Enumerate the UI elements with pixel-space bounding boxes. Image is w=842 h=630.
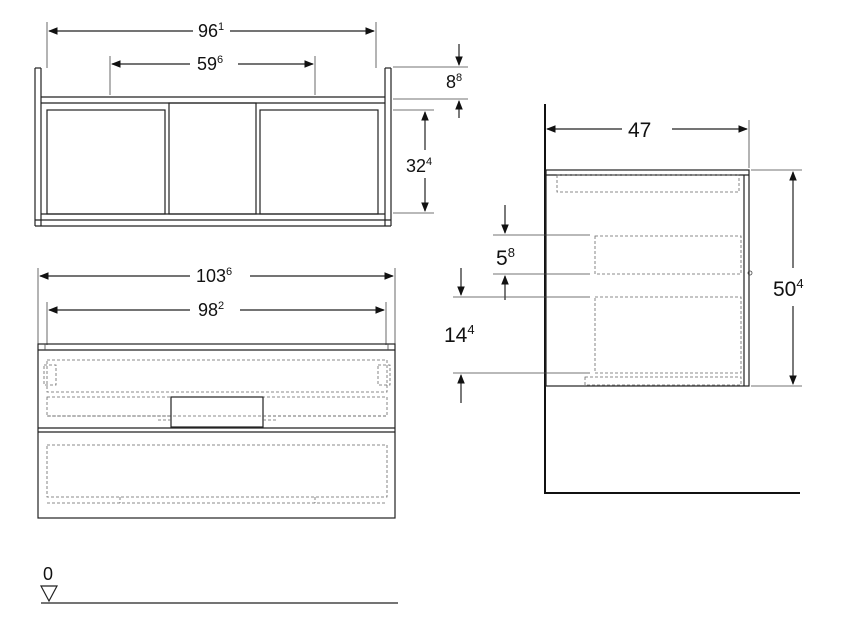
top-depth-label: 324 <box>406 156 432 176</box>
side-floor-offset-label: 144 <box>444 322 475 347</box>
top-view: 961 596 88 <box>34 21 468 227</box>
top-depth-offset-label: 88 <box>446 72 462 92</box>
front-inner-width-label: 982 <box>198 300 224 320</box>
front-view: 1036 982 <box>37 266 396 519</box>
side-view: 47 504 58 144 <box>444 104 804 494</box>
side-cabinet <box>545 169 750 387</box>
top-inner-width-label: 596 <box>197 54 223 74</box>
top-overall-width-label: 961 <box>198 21 224 41</box>
floor-reference: 0 <box>40 564 398 604</box>
side-drawer-gap-label: 58 <box>496 245 515 270</box>
front-cabinet <box>37 343 396 519</box>
floor-level-label: 0 <box>43 564 53 584</box>
floor-level-marker <box>40 585 58 603</box>
side-height-label: 504 <box>773 276 804 301</box>
front-overall-width-label: 1036 <box>196 266 232 286</box>
side-depth-label: 47 <box>628 119 651 142</box>
